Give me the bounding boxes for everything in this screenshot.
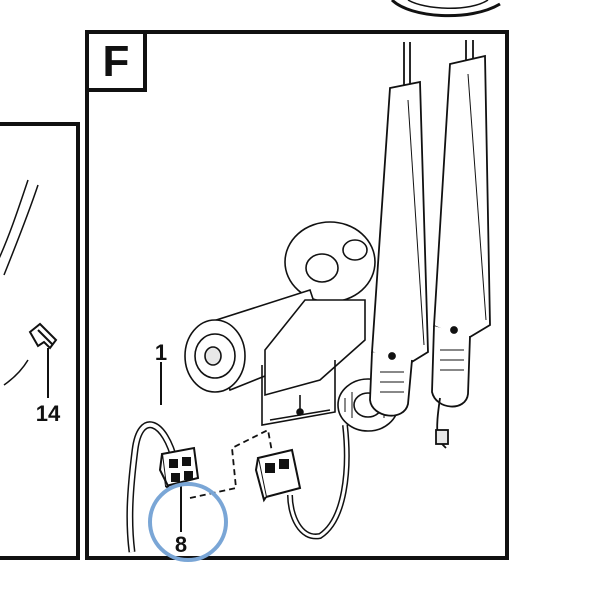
callout-8: 8 xyxy=(175,532,187,557)
panel-letter: F xyxy=(103,37,130,86)
adjacent-panel-top xyxy=(390,0,501,18)
connector-part-8 xyxy=(158,446,200,491)
callout-1: 1 xyxy=(155,340,167,365)
motor-connector xyxy=(254,448,302,503)
wiper-arm-right xyxy=(431,40,491,449)
connection-dashed-line xyxy=(189,428,273,499)
highlight-circle xyxy=(148,482,228,562)
wiper-arm-left xyxy=(369,42,429,417)
wiper-motor xyxy=(184,221,399,432)
harness-cable-1 xyxy=(126,421,179,553)
panel-letter-box xyxy=(85,30,147,92)
callout-14: 14 xyxy=(36,401,61,426)
clip-part-14 xyxy=(28,322,58,350)
panel-frame-F xyxy=(85,30,509,560)
adjacent-panel-left xyxy=(0,122,80,560)
